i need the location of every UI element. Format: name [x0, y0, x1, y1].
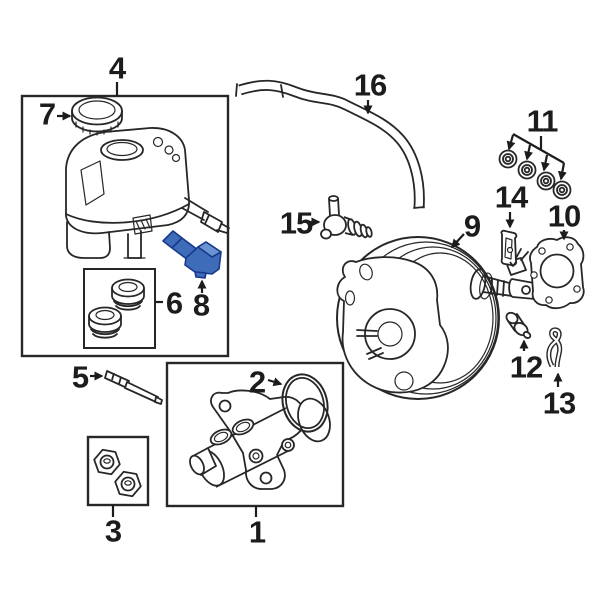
gasket-drawing — [529, 236, 585, 310]
group-box-6 — [83, 268, 156, 349]
fluid-level-sensor-highlighted[interactable] — [162, 230, 222, 279]
reservoir-cap-drawing — [71, 96, 123, 136]
callout-6[interactable]: 6 — [165, 285, 183, 321]
clevis-pin-drawing — [505, 311, 532, 339]
callout-8[interactable]: 8 — [192, 287, 210, 323]
master-cylinder-drawing — [189, 389, 331, 490]
callout-2[interactable]: 2 — [248, 364, 266, 400]
push-rod-drawing — [104, 370, 163, 405]
group-box-4 — [20, 94, 230, 358]
callout-13[interactable]: 13 — [542, 385, 576, 421]
callout-15[interactable]: 15 — [279, 205, 313, 241]
callout-16[interactable]: 16 — [353, 67, 387, 103]
booster-nuts-drawing — [498, 149, 572, 200]
check-valve-drawing — [320, 195, 373, 240]
retaining-clip-drawing — [546, 327, 563, 368]
mounting-nuts-drawing — [93, 448, 142, 498]
reservoir-drawing — [65, 127, 230, 259]
callout-14[interactable]: 14 — [494, 179, 528, 215]
callout-3[interactable]: 3 — [104, 513, 122, 549]
callout-12[interactable]: 12 — [509, 349, 543, 385]
vacuum-hose-drawing — [235, 79, 425, 209]
leader-lines — [57, 82, 569, 517]
callout-4[interactable]: 4 — [108, 50, 126, 86]
clip-bracket-drawing — [500, 229, 518, 267]
callout-1[interactable]: 1 — [248, 514, 266, 550]
group-box-3 — [86, 435, 150, 507]
callout-7[interactable]: 7 — [38, 96, 56, 132]
callout-11[interactable]: 11 — [526, 103, 559, 139]
grommets-drawing — [88, 278, 145, 339]
brake-booster-drawing — [336, 236, 538, 400]
callout-5[interactable]: 5 — [71, 359, 89, 395]
callout-9[interactable]: 9 — [463, 208, 481, 244]
o-ring-drawing — [281, 373, 329, 433]
callout-10[interactable]: 10 — [547, 198, 581, 234]
